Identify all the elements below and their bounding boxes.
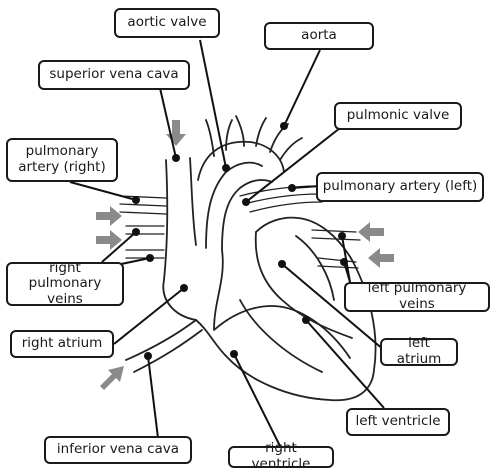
pulmonary-artery-left-lines — [240, 186, 322, 212]
arrow-left-icon — [358, 222, 384, 242]
label-pulmonary-artery-right: pulmonary artery (right) — [6, 138, 118, 182]
label-aortic-valve: aortic valve — [114, 8, 220, 38]
label-pulmonic-valve: pulmonic valve — [334, 102, 462, 130]
aorta-branch-2b — [256, 118, 266, 146]
label-left-atrium: left atrium — [380, 338, 458, 366]
label-right-atrium: right atrium — [10, 330, 114, 358]
right-pulmonary-veins-lines — [126, 226, 164, 258]
label-left-pulmonary-veins: left pulmonary veins — [344, 282, 490, 312]
aorta-inner — [206, 163, 262, 248]
left-atrium-wall — [296, 236, 334, 300]
superior-vena-cava-outline — [164, 160, 167, 280]
aorta-branch-3b — [280, 138, 302, 160]
arrow-up-right-icon — [100, 366, 124, 390]
label-pulmonary-artery-left: pulmonary artery (left) — [316, 172, 484, 202]
label-right-ventricle: right ventricle — [228, 446, 334, 468]
pulmonary-artery-right-lines — [120, 196, 166, 214]
label-superior-vena-cava: superior vena cava — [38, 60, 190, 90]
arrow-left-icon — [368, 248, 394, 268]
label-inferior-vena-cava: inferior vena cava — [44, 436, 192, 464]
label-left-ventricle: left ventricle — [346, 408, 450, 436]
label-aorta: aorta — [264, 22, 374, 50]
arrow-right-icon — [96, 206, 122, 226]
septum-line — [240, 300, 322, 372]
aorta-branch-1b — [226, 120, 232, 150]
aorta-branch-1 — [206, 120, 214, 156]
label-right-pulmonary-veins: right pulmonary veins — [6, 262, 124, 306]
superior-vena-cava-outline-inner — [190, 158, 196, 245]
